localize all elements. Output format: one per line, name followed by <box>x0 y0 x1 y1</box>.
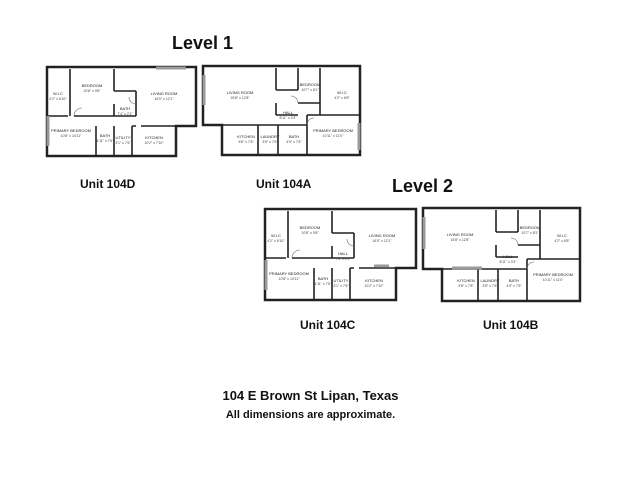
room-dim: 3'1" x 7'6" <box>115 141 131 145</box>
room-dim: 10'2" x 7'10" <box>364 284 384 288</box>
unit-104a-label: Unit 104A <box>256 177 312 191</box>
unit-104c-label: Unit 104C <box>300 318 356 332</box>
room-dim: 15'8" x 12'8" <box>450 238 470 242</box>
room-name: LAUNDRY <box>260 134 279 139</box>
room-name: BEDROOM <box>300 225 321 230</box>
room-name: BATH <box>100 133 110 138</box>
room-dim: 4'2" x 6'8" <box>554 239 570 243</box>
room-name: PRIMARY BEDROOM <box>269 271 309 276</box>
room-name: BATH <box>289 134 299 139</box>
room-dim: 9'8" x 7'8" <box>458 284 474 288</box>
room-dim: 4'2" x 6'10" <box>267 239 285 243</box>
room-dim: 16'0" x 12'1" <box>372 239 392 243</box>
room-dim: 10'7" x 8'1" <box>521 231 539 235</box>
room-name: BEDROOM <box>520 225 541 230</box>
room-name: BATH <box>318 276 328 281</box>
floorplan-unit-104c: BEDROOM 10'8" x 9'8" LIVING ROOM 16'0" x… <box>263 207 418 302</box>
room-dim: 4'11" x 7'6" <box>315 282 333 286</box>
room-dim: 4'2" x 6'10" <box>49 97 67 101</box>
room-dim: 7'4" x 2'1" <box>335 257 351 261</box>
room-dim: 3'8" x 7'6" <box>482 284 498 288</box>
room-name: W.I.C <box>337 90 347 95</box>
room-dim: 10'2" x 7'10" <box>144 141 164 145</box>
room-name: LIVING ROOM <box>369 233 396 238</box>
floorplan-unit-104d: BEDROOM 10'8" x 9'8" LIVING ROOM 16'0" x… <box>45 65 198 158</box>
room-name: LAUNDRY <box>480 278 499 283</box>
room-dim: 4'9" x 7'6" <box>506 284 522 288</box>
room-name: W.I.C <box>53 91 63 96</box>
room-dim: 4'11" x 7'6" <box>97 139 115 143</box>
room-name: W.I.C <box>557 233 567 238</box>
room-name: HALL <box>503 254 514 259</box>
level-1-title: Level 1 <box>172 33 234 53</box>
room-dim: 10'8" x 9'8" <box>83 89 101 93</box>
room-name: UTILITY <box>116 135 131 140</box>
room-dim: 10'8" x 10'11" <box>61 134 83 138</box>
room-dim: 3'1" x 7'6" <box>333 284 349 288</box>
room-name: BATH <box>509 278 519 283</box>
room-name: LIVING ROOM <box>447 232 474 237</box>
room-dim: 7'4" x 2'1" <box>117 112 133 116</box>
floorplan-unit-104a: LIVING ROOM 15'8" x 12'8" BEDROOM 10'7" … <box>201 64 362 157</box>
room-dim: 10'8" x 10'11" <box>279 277 301 281</box>
room-dim: 4'9" x 7'6" <box>286 140 302 144</box>
room-name: KITCHEN <box>145 135 163 140</box>
room-name: HALL <box>283 110 294 115</box>
room-dim: 10'11" x 11'0" <box>543 278 564 282</box>
room-name: BATH <box>120 106 130 111</box>
property-address: 104 E Brown St Lipan, Texas <box>222 388 399 403</box>
room-dim: 16'0" x 12'1" <box>154 97 174 101</box>
level-2-title: Level 2 <box>392 176 454 196</box>
room-name: BEDROOM <box>300 82 321 87</box>
room-name: PRIMARY BEDROOM <box>313 128 353 133</box>
dimensions-disclaimer: All dimensions are approximate. <box>225 409 396 421</box>
room-name: BEDROOM <box>82 83 103 88</box>
unit-104d-label: Unit 104D <box>80 177 136 191</box>
room-name: PRIMARY BEDROOM <box>51 128 91 133</box>
room-name: LIVING ROOM <box>227 90 254 95</box>
floorplan-unit-104b: LIVING ROOM 15'8" x 12'8" BEDROOM 10'7" … <box>421 206 582 303</box>
room-dim: 4'2" x 6'8" <box>334 96 350 100</box>
room-name: W.I.C <box>271 233 281 238</box>
room-dim: 8'11" x 3'3" <box>500 260 518 264</box>
room-name: UTILITY <box>334 278 349 283</box>
room-name: PRIMARY BEDROOM <box>533 272 573 277</box>
room-name: LIVING ROOM <box>151 91 178 96</box>
room-dim: 8'11" x 3'3" <box>280 116 298 120</box>
room-name: HALL <box>338 251 349 256</box>
room-dim: 10'8" x 9'8" <box>301 231 319 235</box>
room-dim: 10'11" x 11'0" <box>323 134 344 138</box>
room-name: KITCHEN <box>457 278 475 283</box>
room-name: KITCHEN <box>365 278 383 283</box>
room-dim: 15'8" x 12'8" <box>230 96 250 100</box>
room-name: KITCHEN <box>237 134 255 139</box>
room-dim: 3'8" x 7'6" <box>262 140 278 144</box>
unit-104b-label: Unit 104B <box>483 318 539 332</box>
room-dim: 9'8" x 7'8" <box>238 140 254 144</box>
room-dim: 10'7" x 8'1" <box>301 88 319 92</box>
